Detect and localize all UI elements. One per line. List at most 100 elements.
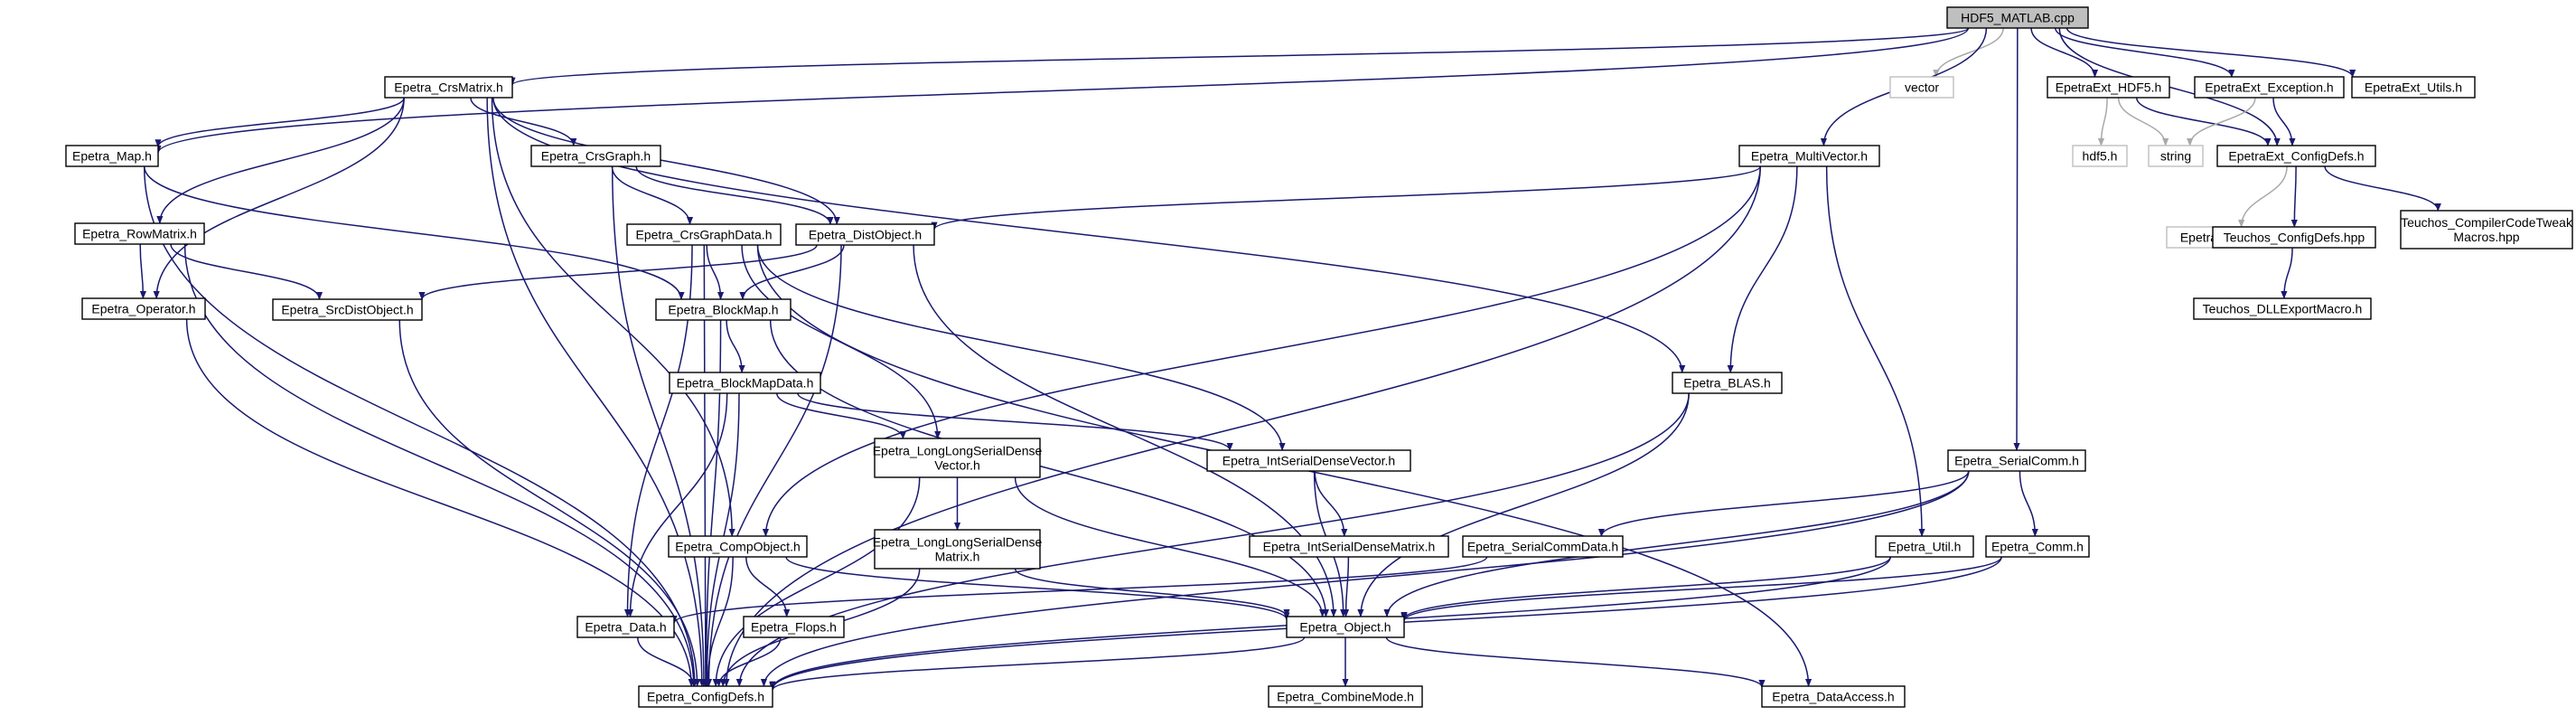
node-label: Epetra_SerialCommData.h [1467, 540, 1618, 554]
edge-epetra-intserialdensevector-h-to-epetra-intserialdensematrix-h [1314, 470, 1348, 537]
edge-epetra-distobject-h-to-epetra-srcdistobject-h [418, 244, 818, 301]
node-epetra-intserialdensevector-h[interactable]: Epetra_IntSerialDenseVector.h [1206, 449, 1411, 472]
node-box [272, 298, 423, 321]
node-epetra-dataaccess-h[interactable]: Epetra_DataAccess.h [1761, 685, 1906, 708]
node-label: EpetraExt_Exception.h [2205, 80, 2333, 95]
edge-epetra-flops-h-to-epetra-configdefs-h [715, 636, 782, 687]
node-box [668, 535, 808, 558]
node-box [795, 223, 935, 246]
node-epetra-serialcommdata-h[interactable]: Epetra_SerialCommData.h [1462, 535, 1624, 558]
node-epetra-srcdistobject-h[interactable]: Epetra_SrcDistObject.h [272, 298, 423, 321]
node-label: Epetra_BlockMapData.h [677, 376, 814, 391]
edge-epetra-crsgraph-h-to-epetra-distobject-h [635, 165, 834, 225]
edge-epetraext-configdefs-h-to-epetraext-config-h [2238, 165, 2288, 228]
edge-epetra-serialcommdata-h-to-epetra-data-h [670, 556, 1488, 625]
node-label: Epetra_MultiVector.h [1751, 149, 1868, 164]
node-box [655, 298, 792, 321]
node-box [74, 222, 205, 245]
node-epetra-rowmatrix-h[interactable]: Epetra_RowMatrix.h [74, 222, 205, 245]
node-box [1889, 76, 1954, 99]
node-label: Macros.hpp [2453, 230, 2519, 244]
node-label: hdf5.h [2083, 149, 2118, 164]
node-epetraext-configdefs-h[interactable]: EpetraExt_ConfigDefs.h [2216, 145, 2376, 167]
edge-hdf5-matlab-cpp-to-vector [1933, 27, 2004, 78]
edge-epetra-multivector-h-to-epetra-blas-h [1727, 165, 1798, 373]
node-vector[interactable]: vector [1889, 76, 1954, 99]
node-epetraext-exception-h[interactable]: EpetraExt_Exception.h [2194, 76, 2345, 99]
node-box [669, 372, 821, 394]
node-label: Epetra_IntSerialDenseVector.h [1222, 454, 1395, 468]
node-label: Epetra_DataAccess.h [1772, 690, 1894, 704]
node-epetra-multivector-h[interactable]: Epetra_MultiVector.h [1738, 145, 1880, 167]
node-box [1672, 372, 1783, 394]
edge-epetra-multivector-h-to-epetra-compobject-h [762, 165, 1761, 537]
node-epetra-blas-h[interactable]: Epetra_BLAS.h [1672, 372, 1783, 394]
node-box [1738, 145, 1880, 167]
node-epetra-combinemode-h[interactable]: Epetra_CombineMode.h [1268, 685, 1423, 708]
node-box [743, 616, 845, 638]
edge-epetra-comm-h-to-epetra-object-h [1400, 556, 2002, 622]
node-hdf5-h[interactable]: hdf5.h [2072, 145, 2128, 167]
node-epetra-blockmapdata-h[interactable]: Epetra_BlockMapData.h [669, 372, 821, 394]
node-epetra-configdefs-h[interactable]: Epetra_ConfigDefs.h [638, 685, 773, 708]
node-hdf5-matlab-cpp[interactable]: HDF5_MATLAB.cpp [1946, 6, 2089, 29]
node-string[interactable]: string [2148, 145, 2204, 167]
node-epetra-flops-h[interactable]: Epetra_Flops.h [743, 616, 845, 638]
node-epetra-object-h[interactable]: Epetra_Object.h [1286, 616, 1405, 638]
node-label: EpetraExt_Utils.h [2365, 80, 2462, 95]
edge-epetra-data-h-to-epetra-configdefs-h [637, 636, 698, 687]
edge-epetraext-exception-h-to-epetraext-configdefs-h [2272, 97, 2296, 146]
node-label: HDF5_MATLAB.cpp [1961, 11, 2075, 25]
node-epetra-crsgraph-h[interactable]: Epetra_CrsGraph.h [530, 145, 661, 167]
node-epetra-data-h[interactable]: Epetra_Data.h [576, 616, 675, 638]
node-box [1249, 535, 1449, 558]
node-box [874, 438, 1041, 478]
node-box [530, 145, 661, 167]
edge-epetra-longlongserialdensevector-h-to-epetra-configdefs-h [712, 476, 921, 687]
node-label: Epetra_IntSerialDenseMatrix.h [1263, 540, 1436, 554]
edge-epetra-crsmatrix-h-to-epetra-configdefs-h [486, 97, 706, 687]
node-epetra-comm-h[interactable]: Epetra_Comm.h [1985, 535, 2090, 558]
edge-hdf5-matlab-cpp-to-epetra-crsmatrix-h [509, 27, 1970, 86]
node-teuchos-dllexportmacro-h[interactable]: Teuchos_DLLExportMacro.h [2193, 297, 2372, 320]
node-epetraext-utils-h[interactable]: EpetraExt_Utils.h [2351, 76, 2476, 99]
edge-epetra-blockmapdata-h-to-epetra-longlongserialdensevector-h [776, 392, 906, 439]
edge-epetra-object-h-to-epetra-configdefs-h [769, 636, 1306, 692]
edge-epetra-crsmatrix-h-to-epetra-map-h [155, 97, 405, 148]
edge-epetra-blockmapdata-h-to-epetra-intserialdensevector-h [797, 392, 1233, 451]
node-epetra-blockmap-h[interactable]: Epetra_BlockMap.h [655, 298, 792, 321]
node-box [626, 223, 782, 246]
edge-epetra-rowmatrix-h-to-epetra-configdefs-h [183, 243, 698, 687]
node-epetra-intserialdensematrix-h[interactable]: Epetra_IntSerialDenseMatrix.h [1249, 535, 1449, 558]
node-box [2047, 76, 2170, 99]
node-box [1462, 535, 1624, 558]
edge-epetra-crsgraphdata-h-to-epetra-blockmap-h [706, 244, 725, 300]
node-label: Epetra_ConfigDefs.h [647, 690, 764, 704]
node-label: Epetra_Comm.h [1991, 540, 2084, 554]
node-epetra-operator-h[interactable]: Epetra_Operator.h [81, 297, 206, 320]
node-epetra-crsgraphdata-h[interactable]: Epetra_CrsGraphData.h [626, 223, 782, 246]
edge-epetra-compobject-h-to-epetra-configdefs-h [704, 556, 734, 687]
node-teuchos-configdefs-hpp[interactable]: Teuchos_ConfigDefs.hpp [2212, 226, 2376, 249]
node-box [1286, 616, 1405, 638]
node-box [2193, 297, 2372, 320]
node-label: Epetra_DistObject.h [809, 228, 922, 242]
edge-epetra-multivector-h-to-epetra-configdefs-h [723, 165, 1761, 687]
edge-epetraext-configdefs-h-to-teuchos-compilercodetweakmacros-hpp [2324, 165, 2441, 212]
node-epetra-util-h[interactable]: Epetra_Util.h [1875, 535, 1974, 558]
edge-teuchos-configdefs-hpp-to-teuchos-dllexportmacro-h [2281, 247, 2293, 299]
node-epetra-crsmatrix-h[interactable]: Epetra_CrsMatrix.h [384, 76, 513, 99]
node-epetra-compobject-h[interactable]: Epetra_CompObject.h [668, 535, 808, 558]
node-label: Epetra_Util.h [1888, 540, 1962, 554]
node-epetraext-hdf5-h[interactable]: EpetraExt_HDF5.h [2047, 76, 2170, 99]
node-epetra-distobject-h[interactable]: Epetra_DistObject.h [795, 223, 935, 246]
edge-hdf5-matlab-cpp-to-epetraext-exception-h [2055, 27, 2235, 78]
edge-epetra-blockmap-h-to-epetra-blockmapdata-h [726, 319, 745, 373]
edge-epetra-crsgraph-h-to-epetra-configdefs-h [611, 165, 707, 687]
node-epetra-map-h[interactable]: Epetra_Map.h [65, 145, 159, 167]
node-epetra-serialcomm-h[interactable]: Epetra_SerialComm.h [1947, 449, 2086, 472]
